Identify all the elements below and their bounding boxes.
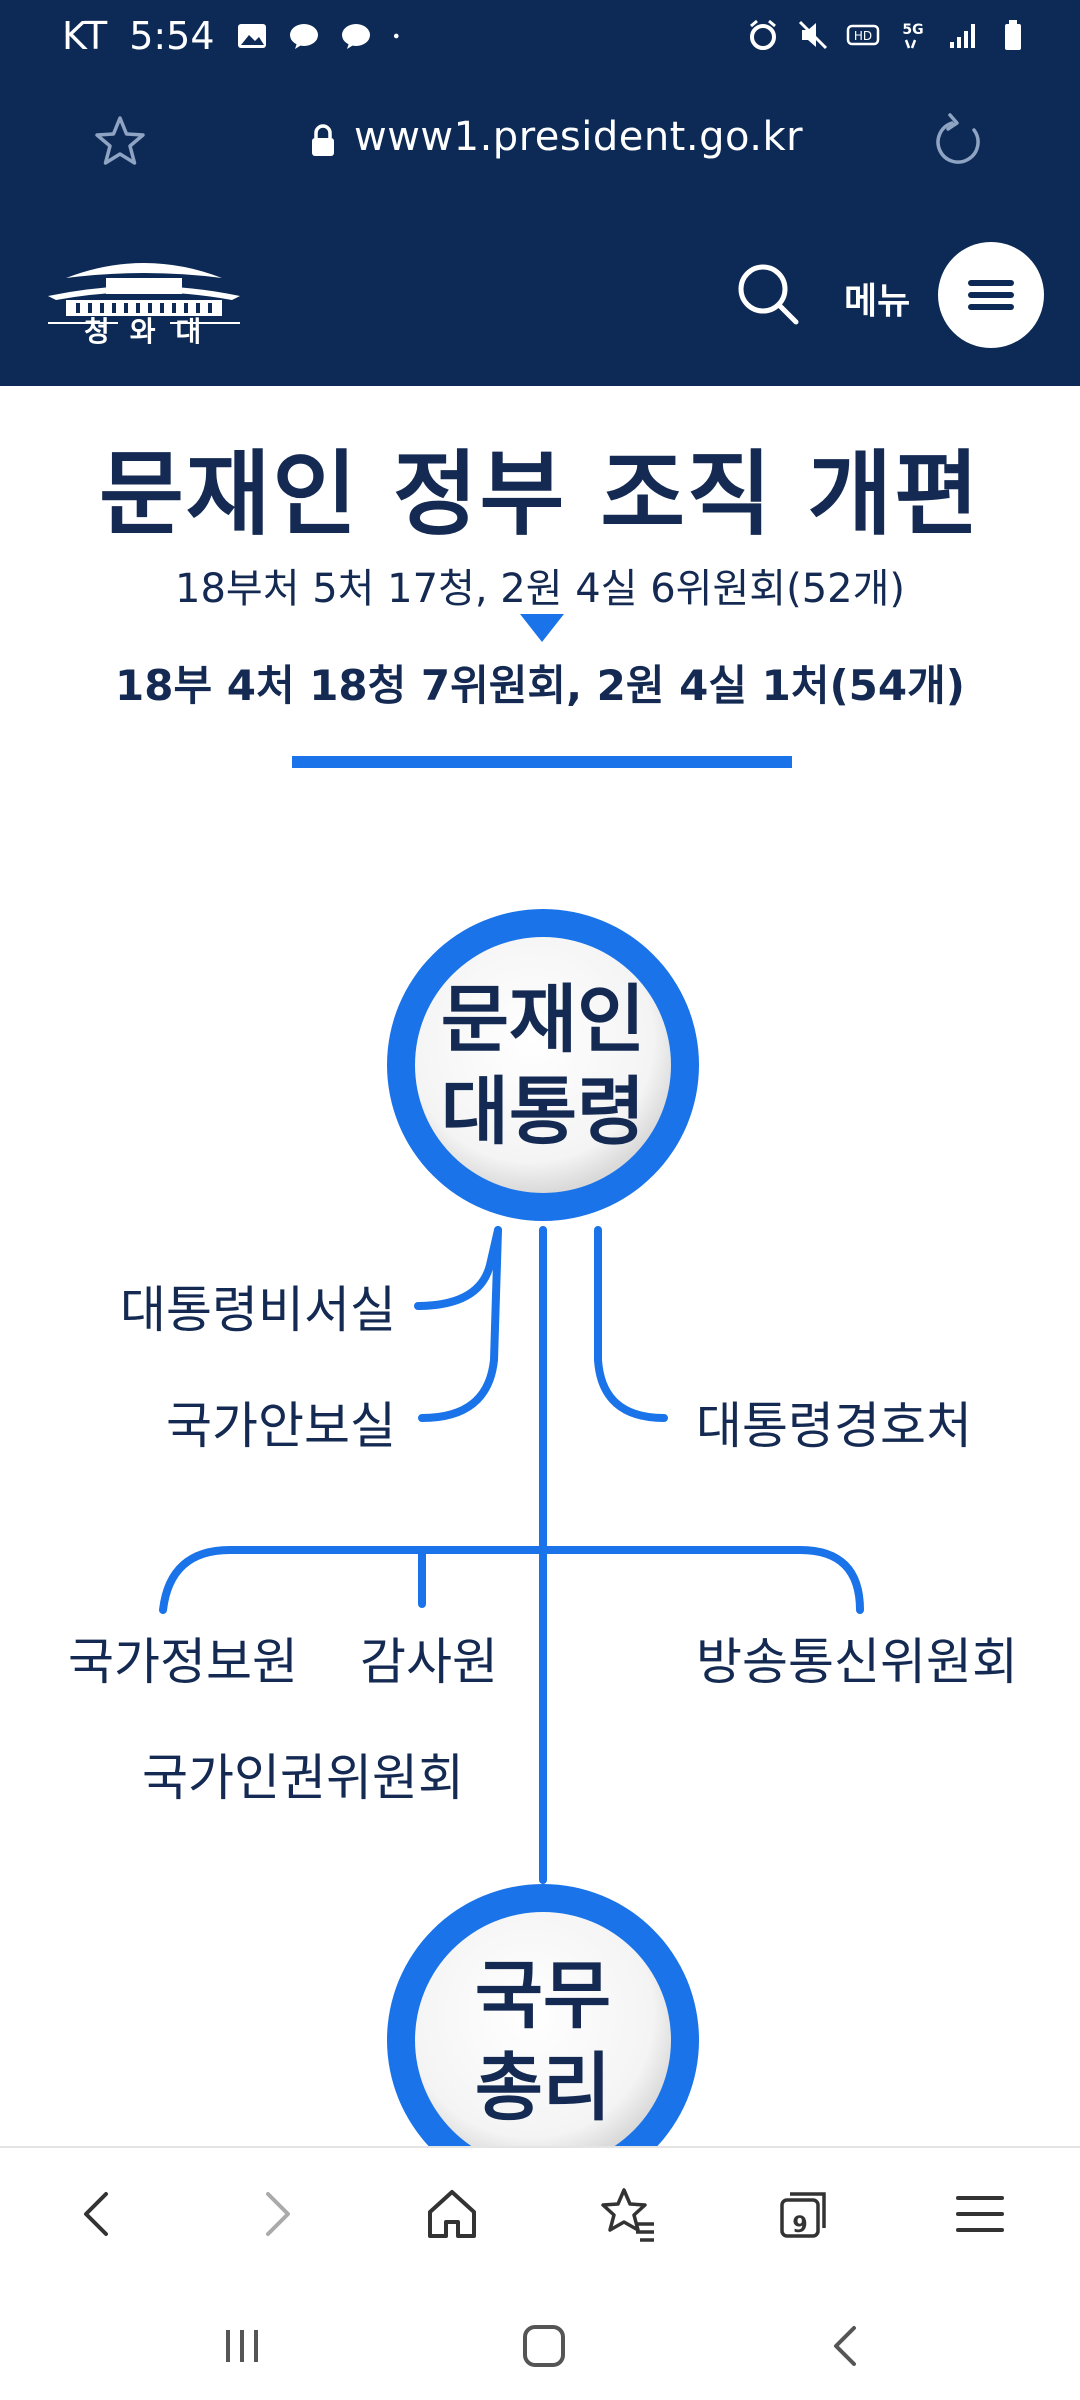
hamburger-line bbox=[968, 292, 1014, 298]
connector-line bbox=[418, 1226, 502, 1422]
tabs-icon[interactable] bbox=[774, 2184, 834, 2244]
browser-toolbar: 9 bbox=[0, 2146, 1080, 2278]
org-chart bbox=[159, 909, 864, 2146]
status-right: HD 5G bbox=[746, 18, 1030, 52]
security-service-label: 대통령경호처 bbox=[696, 1397, 972, 1455]
svg-text:HD: HD bbox=[854, 29, 872, 43]
hd-voice-icon: HD bbox=[846, 24, 880, 46]
page-title: 문재인 정부 조직 개편 bbox=[99, 441, 981, 548]
bookmarks-icon[interactable] bbox=[598, 2184, 658, 2244]
site-header: 청와대 메뉴 bbox=[0, 200, 1080, 386]
browser-url-bar: www1.president.go.kr bbox=[0, 80, 1080, 200]
reload-icon[interactable] bbox=[930, 112, 990, 172]
browser-menu-icon[interactable] bbox=[950, 2184, 1010, 2244]
carrier-label: KT bbox=[62, 14, 108, 58]
divider bbox=[292, 756, 792, 768]
5g-network-icon: 5G bbox=[902, 22, 924, 49]
before-summary: 18부처 5처 17청, 2원 4실 6위원회(52개) bbox=[175, 566, 905, 612]
search-icon[interactable] bbox=[736, 262, 800, 326]
bottom-node-label: 국무 총리 bbox=[413, 1950, 673, 2134]
kcc-label: 방송통신위원회 bbox=[696, 1633, 1018, 1691]
home-icon[interactable] bbox=[422, 2184, 482, 2244]
system-nav-bar bbox=[0, 2276, 1080, 2400]
lock-icon bbox=[312, 124, 334, 156]
forward-icon[interactable] bbox=[246, 2184, 306, 2244]
cheongwadae-logo[interactable] bbox=[46, 238, 242, 348]
bookmark-star-button[interactable] bbox=[90, 112, 150, 172]
status-left: KT 5:54 bbox=[62, 14, 407, 58]
nis-label: 국가정보원 bbox=[68, 1633, 298, 1691]
talk-notification-icon bbox=[289, 24, 318, 49]
more-notifications-dot-icon bbox=[393, 33, 399, 39]
mute-icon bbox=[798, 20, 828, 50]
top-node-disc bbox=[415, 937, 671, 1193]
back-nav-icon[interactable] bbox=[818, 2318, 874, 2374]
bottom-node-line2: 총리 bbox=[474, 2045, 612, 2131]
recent-apps-icon[interactable] bbox=[214, 2318, 270, 2374]
secretariat-label: 대통령비서실 bbox=[120, 1281, 396, 1339]
talk-notification-icon-2 bbox=[341, 24, 370, 49]
connector-line bbox=[414, 1226, 502, 1310]
battery-icon bbox=[1005, 20, 1021, 50]
menu-label[interactable]: 메뉴 bbox=[844, 281, 911, 322]
top-node-label: 문재인 대통령 bbox=[413, 974, 673, 1158]
menu-button[interactable] bbox=[938, 242, 1044, 348]
human-rights-commission-label: 국가인권위원회 bbox=[142, 1749, 464, 1807]
tab-count: 9 bbox=[792, 2213, 808, 2238]
signal-strength-icon bbox=[950, 24, 975, 48]
logo-text: 청와대 bbox=[84, 315, 222, 348]
alarm-icon bbox=[750, 19, 776, 50]
connector-line bbox=[159, 1546, 864, 1614]
back-icon[interactable] bbox=[68, 2184, 128, 2244]
home-nav-icon[interactable] bbox=[516, 2318, 572, 2374]
hamburger-icon bbox=[968, 280, 1014, 286]
top-node-line2: 대통령 bbox=[440, 1069, 646, 1155]
hamburger-line bbox=[968, 304, 1014, 310]
audit-board-label: 감사원 bbox=[360, 1633, 498, 1691]
clock: 5:54 bbox=[129, 14, 215, 58]
arrow-down-icon bbox=[520, 614, 564, 642]
national-security-office-label: 국가안보실 bbox=[166, 1397, 396, 1455]
bottom-node-line1: 국무 bbox=[474, 1953, 612, 2039]
status-bar: KT 5:54 HD 5G bbox=[0, 0, 1080, 80]
top-node-line1: 문재인 bbox=[440, 977, 646, 1063]
url-field[interactable]: www1.president.go.kr bbox=[354, 114, 804, 160]
bottom-node-disc bbox=[415, 1912, 671, 2146]
connector-line bbox=[594, 1226, 668, 1422]
svg-text:5G: 5G bbox=[902, 22, 923, 38]
gallery-notification-icon bbox=[237, 24, 266, 48]
after-summary: 18부 4처 18청 7위원회, 2원 4실 1처(54개) bbox=[115, 661, 965, 710]
